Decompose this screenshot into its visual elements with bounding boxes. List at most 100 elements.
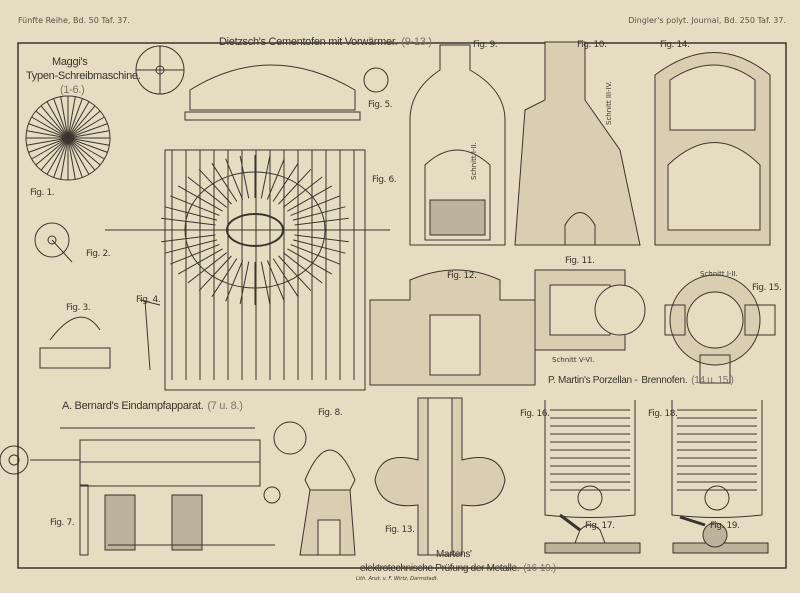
typewheel-spoke (28, 137, 69, 153)
typewheel-spoke (40, 105, 69, 139)
typewheel-spoke (67, 137, 110, 146)
martens-title-1: Martens' (436, 549, 472, 560)
fig8-evaporator-section-drawing (273, 421, 356, 556)
fig13-cross-plan-drawing (374, 397, 506, 556)
fig-18-label: Fig. 18. (648, 409, 678, 419)
typewheel-spoke (67, 137, 108, 153)
typewheel-spoke (26, 137, 69, 146)
typewheel-spoke (67, 137, 83, 178)
fig-5-label: Fig. 5. (368, 100, 393, 110)
type-lever (260, 155, 271, 199)
typewheel-spoke (67, 96, 76, 139)
type-lever (239, 261, 250, 305)
section-label-v-vi: Schnitt V-VI. (552, 356, 595, 364)
fig-2-label: Fig. 2. (86, 249, 111, 259)
typewheel-spoke (60, 137, 69, 180)
typewheel-spoke (31, 137, 69, 160)
typewheel-spoke (31, 116, 69, 139)
maggi-title-1: Maggi's (52, 56, 88, 68)
type-lever (292, 239, 346, 254)
typewheel-spoke (53, 137, 69, 178)
type-lever (282, 252, 323, 284)
fig-7-label: Fig. 7. (50, 518, 75, 528)
fig18-apparatus-drawing (671, 400, 763, 518)
bernard-title-num: (7 u. 8.) (207, 400, 243, 412)
type-lever (211, 162, 238, 202)
fig-1-label: Fig. 1. (30, 188, 55, 198)
fig1-typewheel-drawing (25, 95, 111, 181)
type-lever (187, 176, 228, 208)
type-lever (177, 248, 223, 275)
fig2-wheel-drawing (34, 222, 73, 263)
type-lever (294, 217, 349, 226)
fig6-typewriter-drawing (105, 64, 390, 391)
fig-11-label: Fig. 11. (565, 256, 595, 266)
dietzsch-title-num: (9-13.) (401, 36, 432, 48)
type-lever (225, 158, 244, 200)
typewheel-spoke (67, 101, 90, 139)
fig-3-label: Fig. 3. (66, 303, 91, 313)
type-lever (278, 255, 312, 292)
type-lever (260, 261, 271, 305)
fig15-plan-drawing (664, 274, 776, 384)
typewheel-spoke (67, 105, 96, 139)
martin-title-1: P. Martin's Porzellan - (548, 375, 638, 386)
maggi-title-2: Typen-Schreibmaschine. (26, 70, 141, 82)
header-right: Dingler's polyt. Journal, Bd. 250 Taf. 3… (628, 16, 786, 25)
type-lever (287, 185, 333, 212)
type-lever (266, 158, 285, 200)
typewheel-spoke (46, 137, 69, 175)
typewheel-spoke (67, 137, 90, 175)
dietzsch-title: Dietzsch's Cementofen mit Vorwärmer. (219, 36, 398, 48)
fig14-kiln-drawing (654, 52, 771, 246)
fig16-apparatus-drawing (544, 400, 636, 518)
section-label-i-ii-fig15: Schnitt I-II. (700, 270, 738, 278)
typewheel-spoke (67, 116, 105, 139)
fig9-kiln-drawing (409, 44, 506, 246)
type-lever (272, 258, 299, 298)
martens-title-num: (16-19.) (523, 563, 556, 574)
typewheel-spoke (67, 137, 76, 180)
typewheel-spoke (35, 137, 69, 166)
fig-12-label: Fig. 12. (447, 271, 477, 281)
typewheel-spoke (67, 130, 110, 139)
typewheel-spoke (60, 96, 69, 139)
fig10-kiln-section-drawing (514, 41, 641, 246)
type-lever (239, 155, 250, 199)
martens-title-row: elektrotechnische Prüfung der Metalle. (… (360, 563, 556, 574)
type-lever (198, 168, 232, 205)
typewheel-spoke (35, 110, 69, 139)
lithographer-credit: Lith. Anst. v. F. Wirtz, Darmstadt. (356, 576, 439, 582)
typewheel-spoke (67, 110, 101, 139)
fig-4-label: Fig. 4. (136, 295, 161, 305)
typewheel-spoke (28, 123, 69, 139)
type-lever (282, 176, 323, 208)
type-lever (164, 206, 218, 221)
fig19-clamp-drawing (672, 515, 769, 554)
typewheel-spoke (67, 137, 101, 166)
type-lever (290, 195, 340, 216)
typewheel-spoke (40, 137, 69, 171)
type-lever (187, 252, 228, 284)
type-lever (266, 260, 285, 302)
type-lever (161, 217, 216, 226)
fig-9-label: Fig. 9. (473, 40, 498, 50)
type-lever (198, 255, 232, 292)
typewheel-spoke (53, 98, 69, 139)
section-label-i-ii: Schnitt I-II. (470, 142, 478, 180)
type-lever (278, 168, 312, 205)
typewheel-spoke (67, 98, 83, 139)
typewheel-spoke (67, 137, 96, 171)
fig-19-label: Fig. 19. (710, 521, 740, 531)
bernard-title-row: A. Bernard's Eindampfapparat. (7 u. 8.) (62, 400, 243, 412)
martin-title-2: Brennofen. (641, 375, 688, 386)
bernard-title: A. Bernard's Eindampfapparat. (62, 400, 204, 412)
type-lever (211, 258, 238, 298)
type-lever (170, 244, 220, 265)
type-lever (170, 195, 220, 216)
typewheel-spoke (26, 130, 69, 139)
fig12-kiln-drawing (369, 269, 536, 386)
fig11-plan-drawing (534, 269, 646, 351)
typewheel-spoke (67, 137, 105, 160)
